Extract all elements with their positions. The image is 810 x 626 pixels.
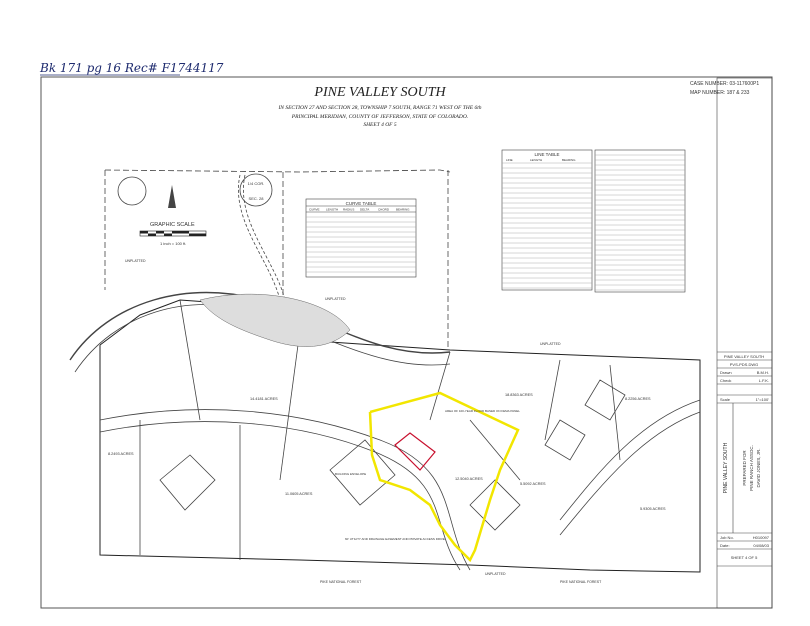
- unplatted-label: UNPLATTED: [125, 259, 146, 263]
- national-forest-label: PIKE NATIONAL FOREST: [320, 580, 362, 584]
- curve-header: CHORD: [378, 208, 390, 212]
- lot-acreage: 5.9305 ACRES: [640, 507, 666, 511]
- curve-table: [305, 198, 417, 278]
- section-corner-monument: [239, 173, 273, 207]
- north-arrow-icon: [168, 185, 176, 208]
- curve-header: CURVE: [309, 208, 319, 212]
- job-label: Job No.: [720, 535, 734, 540]
- scale-label: Scale: [720, 397, 731, 402]
- curve-header: BEARING: [396, 208, 410, 212]
- unplatted-label: UNPLATTED: [540, 342, 561, 346]
- lot-acreages: 12.5040 ACRES 14.4181 ACRES 8.2493 ACRES…: [108, 393, 666, 511]
- unplatted-label: UNPLATTED: [325, 297, 346, 301]
- line-header: LINE: [506, 158, 513, 162]
- graphic-scale-bar: [139, 230, 207, 237]
- plat-title: PINE VALLEY SOUTH: [313, 85, 446, 100]
- stippled-area: [199, 293, 351, 347]
- lot-acreage: 14.4181 ACRES: [250, 397, 278, 401]
- national-forest-label: PIKE NATIONAL FOREST: [560, 580, 602, 584]
- lot-acreage: 11.0605 ACRES: [285, 492, 313, 496]
- scale-value: 1"=100': [756, 397, 770, 402]
- highlighted-lot-boundary: [368, 391, 520, 563]
- map-number: MAP NUMBER: 187 & 233: [690, 90, 750, 96]
- line-header: LENGTH: [530, 158, 542, 162]
- lot-acreage: 8.2256 ACRES: [625, 397, 651, 401]
- subtitle-line-2: PRINCIPAL MERIDIAN, COUNTY OF JEFFERSON,…: [291, 114, 468, 120]
- unplatted-label: UNPLATTED: [485, 572, 506, 576]
- vertical-project-title: PINE VALLEY SOUTH: [723, 442, 729, 493]
- subtitle-line-3: SHEET 4 OF 5: [363, 121, 397, 128]
- corner-section-label: SEC. 28: [249, 196, 265, 201]
- scale-note: 1 inch = 100 ft.: [160, 241, 186, 246]
- title-block-file: PVS-PDS.DWG: [730, 362, 758, 367]
- line-table-title: LINE TABLE: [534, 152, 559, 157]
- curve-header: DELTA: [360, 208, 369, 212]
- sheet-number: SHEET 4 OF 5: [731, 555, 758, 560]
- building-envelope-label: BUILDING ENVELOPE: [335, 472, 366, 476]
- lot-acreage: 8.2493 ACRES: [108, 452, 134, 456]
- curve-table-title: CURVE TABLE: [346, 201, 377, 206]
- drawn-value: B.M.H.: [757, 370, 769, 375]
- check-value: L.F.K.: [759, 378, 769, 383]
- prepared-for-line: DAVID JONES, JR.: [756, 449, 761, 488]
- lot-acreage: 18.8363 ACRES: [505, 393, 533, 397]
- title-block: [716, 77, 773, 609]
- floodplain-label: AREA OF 100-YEAR FLOOD BASED ON FEMA PAN…: [445, 409, 520, 413]
- prepared-for-line: PINE RANCH ASSOC.: [749, 445, 754, 491]
- date-label: Date:: [720, 543, 730, 548]
- graphic-scale-label: GRAPHIC SCALE: [150, 222, 195, 228]
- subtitle-line-1: IN SECTION 27 AND SECTION 28, TOWNSHIP 7…: [277, 105, 481, 111]
- monument-circle: [117, 176, 147, 206]
- line-table: [501, 149, 686, 293]
- curve-header: RADIUS: [343, 208, 354, 212]
- drawn-label: Drawn: [720, 370, 732, 375]
- date-value: 04/08/03: [753, 543, 769, 548]
- lot-acreage: 5.5092 ACRES: [520, 482, 546, 486]
- line-header: BEARING: [562, 158, 576, 162]
- handwritten-recording-note: Bk 171 pg 16 Rec# F1744117: [39, 61, 224, 75]
- prepared-for-line: PREPARED FOR: [742, 450, 747, 486]
- corner-label: 1/4 COR.: [248, 181, 265, 186]
- curve-header: LENGTH: [326, 208, 338, 212]
- easement-label: 60' UTILITY AND DRAINAGE EASEMENT AND PR…: [345, 537, 445, 541]
- case-number: CASE NUMBER: 03-117600P1: [690, 81, 759, 87]
- job-value: H010097: [753, 535, 770, 540]
- lot-acreage: 12.5040 ACRES: [455, 477, 483, 481]
- title-block-project: PINE VALLEY SOUTH: [724, 354, 764, 359]
- check-label: Check: [720, 378, 731, 383]
- highlighted-building-envelope: [394, 432, 436, 471]
